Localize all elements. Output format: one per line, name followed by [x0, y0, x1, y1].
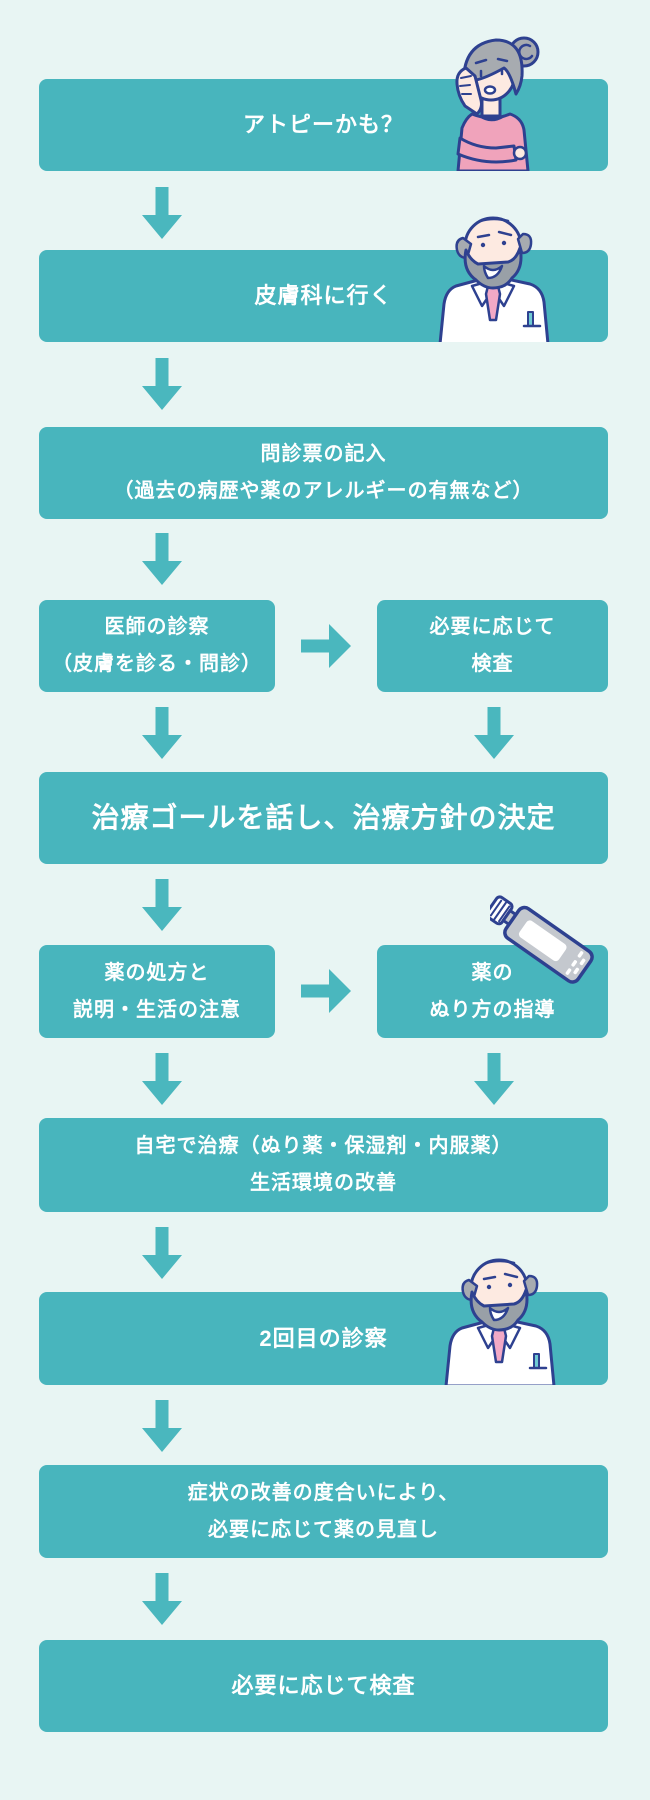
step7-line1: 自宅で治療（ぬり薬・保湿剤・内服薬）	[134, 1135, 513, 1157]
down-arrow-icon	[142, 187, 182, 239]
down-arrow-icon	[142, 1227, 182, 1279]
doctor-illustration	[442, 1250, 562, 1385]
step4-right-line1: 必要に応じて	[429, 616, 556, 638]
step5-label: 治療ゴールを話し、治療方針の決定	[91, 802, 556, 833]
step3-box: 問診票の記入 （過去の病歴や薬のアレルギーの有無など）	[39, 427, 608, 519]
step7-home-treatment-box: 自宅で治療（ぬり薬・保湿剤・内服薬） 生活環境の改善	[39, 1118, 608, 1212]
step6-left-line1: 薬の処方と	[104, 961, 210, 984]
step5-treatment-goal-box: 治療ゴールを話し、治療方針の決定	[39, 772, 608, 864]
worried-woman-illustration	[436, 20, 548, 171]
down-arrow-icon	[142, 879, 182, 931]
step7-line2: 生活環境の改善	[250, 1172, 397, 1194]
step4-tests-box: 必要に応じて 検査	[377, 600, 608, 692]
step4-left-line1: 医師の診察	[104, 616, 210, 638]
step3-line1: 問診票の記入	[260, 443, 387, 465]
down-arrow-icon	[142, 1053, 182, 1105]
step6-left-line2: 説明・生活の注意	[73, 998, 241, 1021]
ointment-tube-illustration	[485, 878, 640, 1003]
step2-label: 皮膚科に行く	[254, 283, 393, 308]
down-arrow-icon	[474, 1053, 514, 1105]
step8-label: 2回目の診察	[259, 1325, 388, 1351]
step6-prescription-box: 薬の処方と 説明・生活の注意	[39, 945, 275, 1038]
down-arrow-icon	[474, 707, 514, 759]
right-arrow-icon	[301, 969, 351, 1013]
down-arrow-icon	[142, 1573, 182, 1625]
step9-medication-review-box: 症状の改善の度合いにより、 必要に応じて薬の見直し	[39, 1465, 608, 1558]
step6-right-line1: 薬の	[471, 961, 514, 984]
step10-tests-box: 必要に応じて検査	[39, 1640, 608, 1732]
step3-line2: （過去の病歴や薬のアレルギーの有無など）	[113, 480, 534, 502]
down-arrow-icon	[142, 358, 182, 410]
down-arrow-icon	[142, 707, 182, 759]
doctor-illustration	[436, 208, 556, 342]
step6-right-line2: ぬり方の指導	[429, 998, 556, 1021]
down-arrow-icon	[142, 1400, 182, 1452]
step4-doctor-exam-box: 医師の診察 （皮膚を診る・問診）	[39, 600, 275, 692]
step1-label: アトピーかも？	[242, 112, 404, 137]
step4-right-line2: 検査	[471, 653, 514, 675]
step9-line2: 必要に応じて薬の見直し	[208, 1518, 439, 1541]
step9-line1: 症状の改善の度合いにより、	[187, 1481, 460, 1504]
step10-label: 必要に応じて検査	[231, 1673, 416, 1698]
right-arrow-icon	[301, 624, 351, 668]
step4-left-line2: （皮膚を診る・問診）	[52, 653, 262, 675]
down-arrow-icon	[142, 533, 182, 585]
